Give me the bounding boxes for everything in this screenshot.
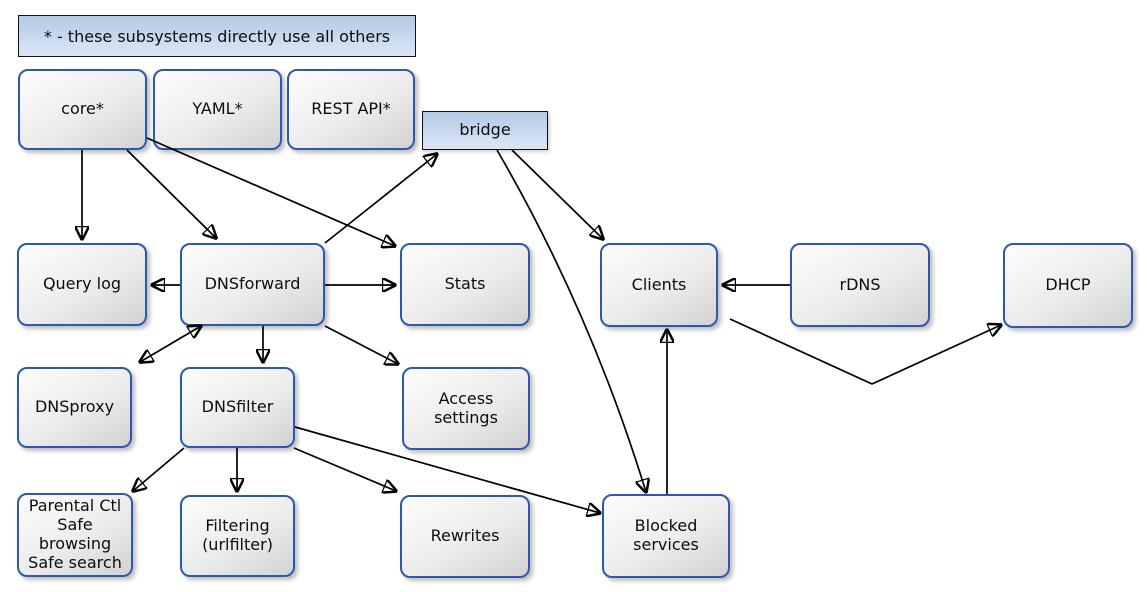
edge-bridge-to-clients: [511, 149, 603, 239]
node-stats: Stats: [400, 243, 530, 326]
node-querylog: Query log: [17, 243, 147, 326]
node-restapi: REST API*: [287, 69, 415, 150]
node-yaml: YAML*: [153, 69, 282, 150]
edge-dnsforward-to-bridge: [324, 154, 437, 244]
node-filtering: Filtering (urlfilter): [180, 495, 295, 577]
node-dhcp: DHCP: [1003, 243, 1133, 328]
edge-core-to-dnsforward: [126, 149, 216, 238]
node-blocked: Blocked services: [602, 494, 730, 578]
node-clients: Clients: [600, 243, 718, 327]
node-dnsfilter: DNSfilter: [180, 367, 295, 448]
edge-core-to-stats: [146, 137, 395, 246]
node-core: core*: [18, 69, 147, 150]
node-dnsforward: DNSforward: [180, 243, 325, 326]
node-parental: Parental Ctl Safe browsing Safe search: [17, 493, 133, 577]
edge-clients-to-dhcp: [729, 318, 1001, 385]
legend-note: * - these subsystems directly use all ot…: [18, 15, 416, 57]
edge-dnsforward-to-dnsproxy: [140, 326, 201, 362]
node-access: Access settings: [402, 367, 530, 450]
node-dnsproxy: DNSproxy: [17, 367, 132, 448]
node-rdns: rDNS: [790, 243, 930, 327]
edge-dnsfilter-to-rewrites: [293, 447, 396, 491]
edge-dnsfilter-to-parental: [133, 447, 185, 491]
edge-dnsforward-to-access: [324, 325, 398, 364]
node-rewrites: Rewrites: [400, 495, 530, 578]
node-bridge: bridge: [422, 111, 548, 150]
